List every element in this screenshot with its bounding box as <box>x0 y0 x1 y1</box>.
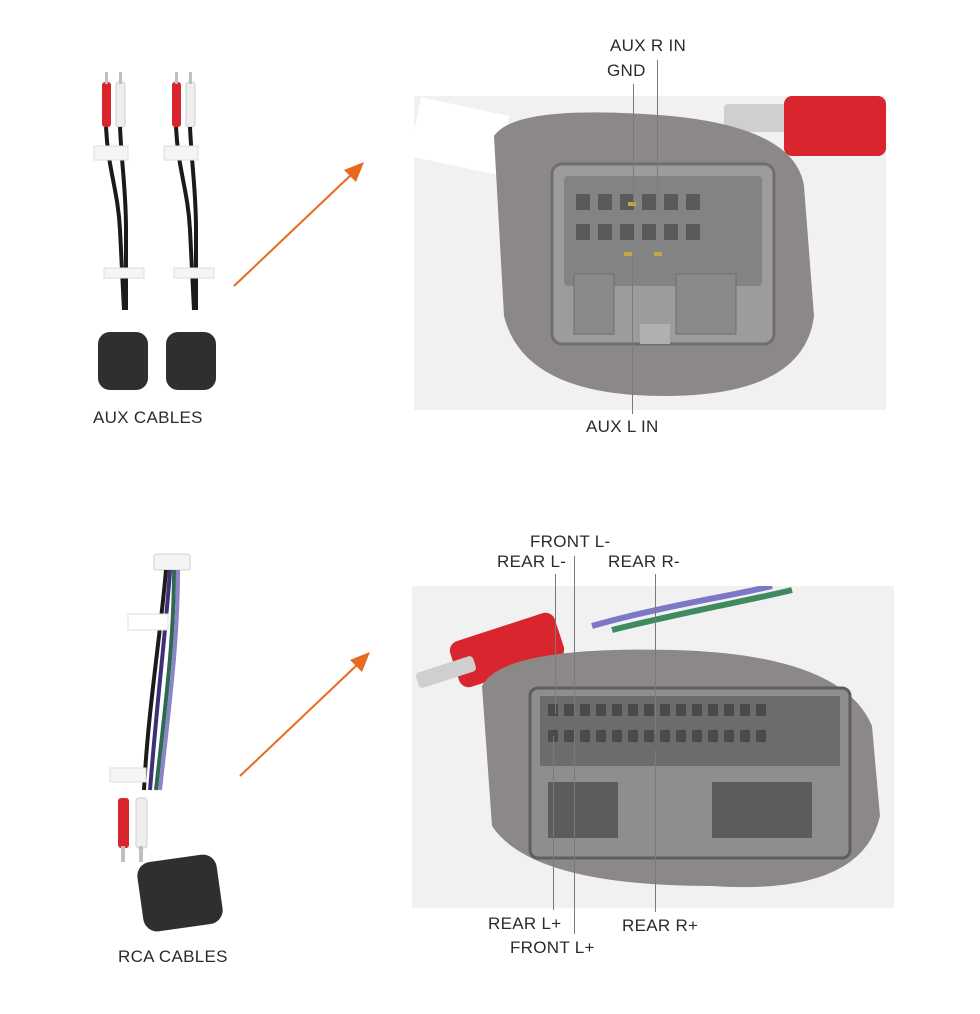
front-l-minus-label: FRONT L- <box>530 532 611 551</box>
gnd-line <box>633 84 634 204</box>
front-l-plus-label: FRONT L+ <box>510 938 595 957</box>
rca-cables-caption: RCA CABLES <box>118 947 228 966</box>
rear-r-plus-line <box>655 750 656 912</box>
aux-cables-photo <box>93 72 216 390</box>
aux-cable-2 <box>163 72 216 390</box>
rear-r-minus-line <box>655 574 656 734</box>
gnd-label: GND <box>607 61 646 80</box>
rca-connector-photo <box>412 586 894 908</box>
rear-l-plus-line <box>553 736 554 910</box>
aux-cables-caption: AUX CABLES <box>93 408 203 427</box>
front-l-plus-line <box>574 730 575 934</box>
aux-arrow-icon <box>233 162 364 287</box>
aux-connector-photo <box>414 96 886 410</box>
aux-cable-1 <box>93 72 148 390</box>
aux-l-in-line <box>632 256 633 414</box>
rear-r-minus-label: REAR R- <box>608 552 680 571</box>
rear-l-minus-line <box>555 574 556 714</box>
aux-l-in-label: AUX L IN <box>586 417 659 436</box>
front-l-minus-line <box>574 556 575 716</box>
aux-r-in-line <box>657 60 658 210</box>
rear-l-plus-label: REAR L+ <box>488 914 562 933</box>
rear-r-plus-label: REAR R+ <box>622 916 699 935</box>
rear-l-minus-label: REAR L- <box>497 552 567 571</box>
aux-r-in-label: AUX R IN <box>610 36 687 55</box>
rca-cables-photo <box>109 553 223 932</box>
rca-arrow-icon <box>239 652 370 777</box>
